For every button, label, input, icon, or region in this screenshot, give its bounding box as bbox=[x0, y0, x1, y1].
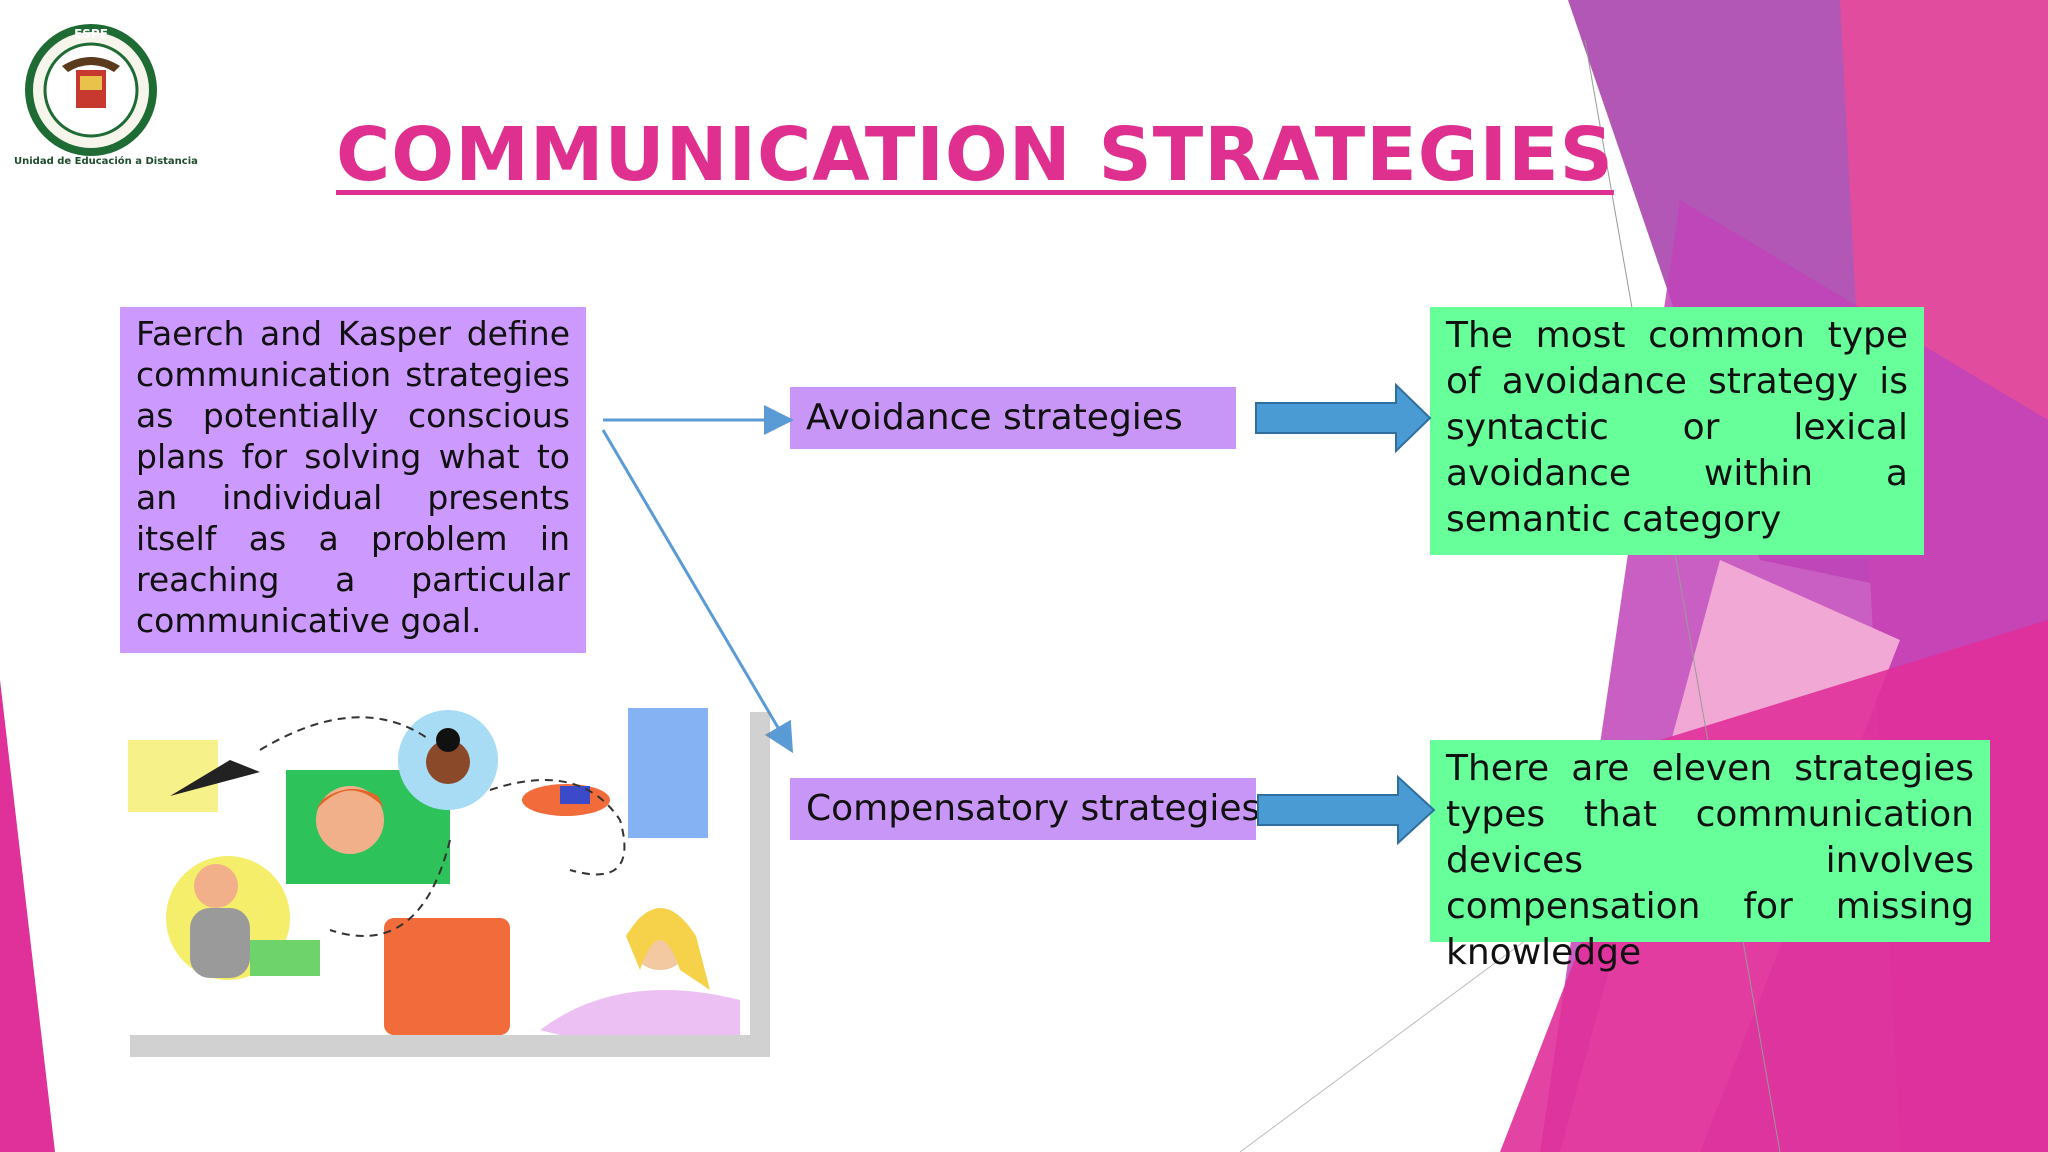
definition-box: Faerch and Kasper define communication s… bbox=[120, 307, 586, 653]
svg-text:ESPE: ESPE bbox=[74, 27, 108, 41]
bg-thin-line-2 bbox=[1239, 899, 1581, 1152]
compensatory-strategies-box: Compensatory strategies bbox=[790, 778, 1260, 840]
avoidance-strategies-box: Avoidance strategies bbox=[790, 387, 1236, 449]
bg-thin-line bbox=[1584, 39, 1781, 1152]
espe-logo: ESPE bbox=[18, 18, 168, 178]
slide-title: COMMUNICATION STRATEGIES bbox=[336, 112, 1614, 198]
logo-caption: Unidad de Educación a Distancia bbox=[14, 156, 198, 167]
avoidance-description-box: The most common type of avoidance strate… bbox=[1430, 307, 1924, 555]
compensatory-description-box: There are eleven strategies types that c… bbox=[1430, 740, 1990, 973]
bg-shape-left-pink bbox=[0, 680, 55, 1152]
espe-seal-icon: ESPE bbox=[25, 24, 157, 156]
illustration-image bbox=[120, 700, 770, 1057]
people-communicating-illustration bbox=[120, 700, 790, 1080]
